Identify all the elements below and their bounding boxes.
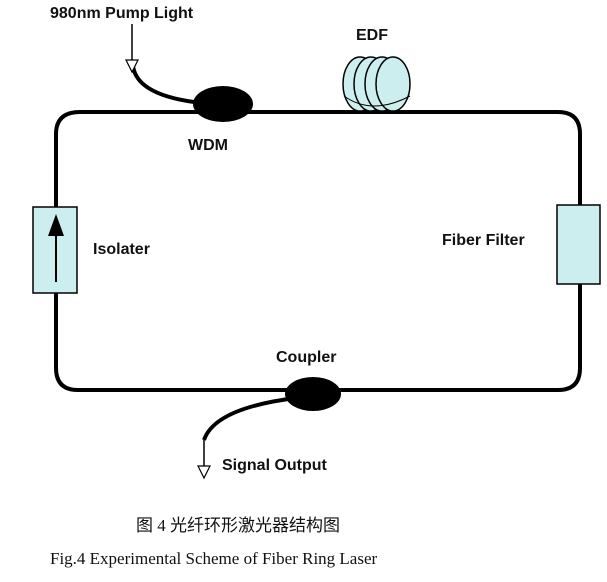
caption-english: Fig.4 Experimental Scheme of Fiber Ring … — [50, 549, 378, 568]
wdm-label: WDM — [188, 137, 228, 154]
signal-output-label: Signal Output — [222, 457, 328, 474]
fiber-filter-label: Fiber Filter — [442, 232, 525, 249]
output-coupler — [285, 377, 341, 411]
pump-arrowhead — [125, 59, 139, 74]
isolater-arrowhead — [48, 214, 64, 236]
caption-chinese: 图 4 光纤环形激光器结构图 — [136, 516, 340, 535]
pump-light-label: 980nm Pump Light — [50, 5, 194, 22]
isolater-label: Isolater — [93, 241, 150, 258]
output-fiber — [202, 396, 297, 441]
edf-label: EDF — [356, 27, 388, 44]
fiber-filter-box — [556, 204, 601, 285]
signal-arrowhead — [197, 465, 211, 480]
edf-spool — [342, 56, 411, 112]
wdm-coupler — [193, 86, 253, 122]
coupler-label: Coupler — [276, 349, 336, 366]
ring-fiber-loop — [54, 110, 582, 392]
pump-input-fiber — [131, 65, 203, 105]
